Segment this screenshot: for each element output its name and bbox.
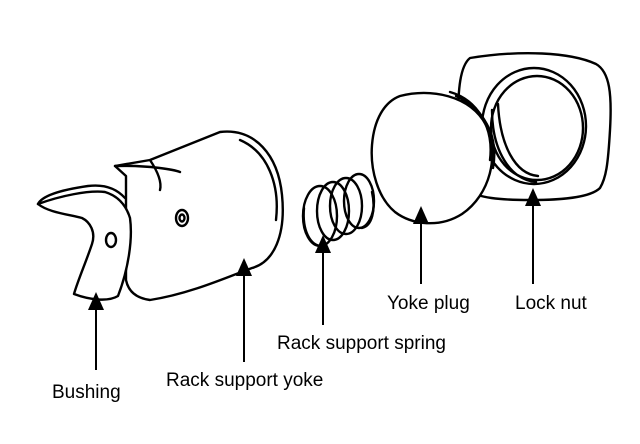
rack-support-spring — [301, 172, 376, 248]
yoke-plug-label: Yoke plug — [387, 293, 470, 314]
rack-support-spring-label: Rack support spring — [277, 333, 446, 354]
lock-nut-label: Lock nut — [515, 293, 588, 314]
lock-nut — [456, 52, 612, 202]
yoke-plug — [370, 90, 496, 225]
bushing — [36, 184, 133, 301]
rack-support-yoke — [113, 130, 284, 302]
rack-support-yoke-label: Rack support yoke — [166, 370, 323, 391]
bushing-label: Bushing — [52, 382, 121, 403]
